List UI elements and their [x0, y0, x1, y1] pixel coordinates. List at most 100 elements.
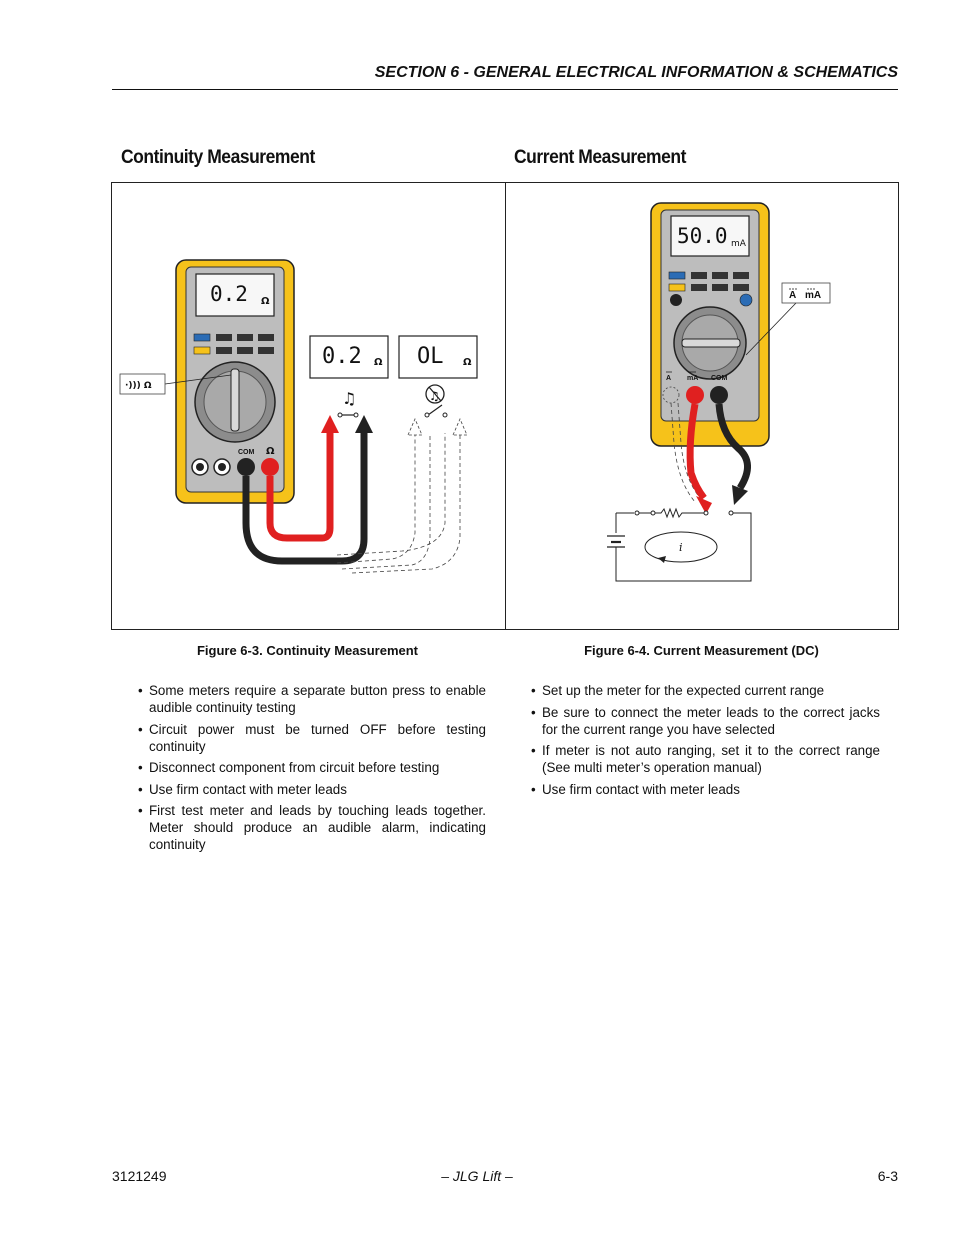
- continuity-bullet-list: •Some meters require a separate button p…: [138, 682, 486, 858]
- resistor: [655, 507, 704, 519]
- switch-contact: [337, 412, 343, 418]
- music-note-icon: ♫: [342, 389, 356, 408]
- dashed-lead: [336, 433, 416, 564]
- list-item: •First test meter and leads by touching …: [138, 803, 486, 852]
- jack-ma-label: mA: [687, 375, 698, 382]
- black-lead: [242, 428, 368, 565]
- switch-contact: [442, 412, 448, 418]
- function-button: [712, 272, 728, 279]
- header-rule: [112, 89, 898, 90]
- doc-number: 3121249: [112, 1168, 167, 1184]
- switch-contact: [650, 510, 656, 516]
- function-button: [712, 284, 728, 291]
- yellow-button: [668, 283, 686, 292]
- dashed-lead: [341, 433, 431, 570]
- meter-reading: 0.2: [210, 282, 248, 306]
- muted-note-icon: ♫: [429, 389, 440, 403]
- blue-button: [193, 333, 211, 342]
- open-switch: [427, 404, 443, 416]
- list-item: •If meter is not auto ranging, set it to…: [531, 743, 880, 775]
- meter-lcd: [670, 215, 750, 257]
- current-caption: Figure 6-4. Current Measurement (DC): [584, 643, 819, 658]
- jack-hole: [196, 463, 204, 471]
- meter-unit: mA: [731, 239, 747, 249]
- display-open-reading: OL: [417, 344, 444, 369]
- dial-pointer: [230, 368, 240, 432]
- no-sound-slash: [428, 386, 442, 402]
- red-probe: [321, 415, 339, 433]
- knob: [670, 294, 682, 306]
- jack-ohm-label: Ω: [266, 446, 275, 457]
- com-plug: [710, 386, 728, 404]
- function-button: [691, 284, 707, 291]
- continuity-figure: 0.2 Ω ·))) Ω COM Ω: [119, 259, 478, 574]
- selector-label-ma: mA: [805, 290, 821, 301]
- jack-com-label: COM: [711, 375, 728, 382]
- current-symbol: i: [679, 541, 683, 554]
- meter-contact: [728, 510, 734, 516]
- circuit-wire: [615, 512, 752, 582]
- list-item: •Some meters require a separate button p…: [138, 683, 486, 715]
- selector-callout: [781, 282, 831, 304]
- selector-callout: [119, 373, 166, 395]
- display-open: [398, 335, 478, 379]
- selector-label-a: A: [789, 290, 796, 301]
- red-probe: [696, 496, 712, 514]
- list-item: •Use firm contact with meter leads: [138, 781, 347, 797]
- current-figure: 50.0 mA A mA A mA COM: [607, 202, 831, 582]
- meter-lcd: [195, 273, 275, 317]
- list-item: •Be sure to connect the meter leads to t…: [531, 704, 880, 737]
- function-button: [733, 284, 749, 291]
- switch-contact: [634, 510, 640, 516]
- ohm-plug: [261, 458, 279, 476]
- display-closed-reading: 0.2: [322, 344, 362, 369]
- footer-center: – JLG Lift –: [441, 1168, 513, 1184]
- selector-label: ·))) Ω: [125, 381, 152, 391]
- current-arrow-icon: [658, 556, 666, 563]
- jack-com-label: COM: [238, 449, 255, 456]
- knob: [739, 293, 753, 307]
- blue-button: [668, 271, 686, 280]
- dial-pointer: [681, 338, 741, 348]
- red-lead: [266, 428, 334, 542]
- section-header: SECTION 6 - GENERAL ELECTRICAL INFORMATI…: [374, 64, 898, 81]
- display-closed: [309, 335, 389, 379]
- display-open-unit: Ω: [463, 357, 472, 368]
- callout-line: [164, 374, 232, 385]
- function-button: [237, 347, 253, 354]
- yellow-button: [193, 346, 211, 355]
- jack-hole: [218, 463, 226, 471]
- current-bullet-list: •Set up the meter for the expected curre…: [531, 682, 880, 802]
- dashed-lead: [336, 433, 446, 556]
- function-button: [258, 334, 274, 341]
- display-closed-unit: Ω: [374, 357, 383, 368]
- black-probe: [355, 415, 373, 433]
- current-loop: [644, 531, 718, 563]
- meter-unit: Ω: [261, 296, 270, 307]
- switch-contact: [424, 412, 430, 418]
- black-probe: [732, 485, 748, 505]
- function-button: [258, 347, 274, 354]
- function-button: [691, 272, 707, 279]
- function-button: [216, 347, 232, 354]
- meter-contact: [703, 510, 709, 516]
- continuity-title: Continuity Measurement: [121, 147, 315, 168]
- meter-reading: 50.0: [677, 224, 728, 248]
- function-button: [237, 334, 253, 341]
- dashed-lead: [670, 402, 697, 504]
- switch-contact: [353, 412, 359, 418]
- com-plug: [237, 458, 255, 476]
- list-item: •Use firm contact with meter leads: [531, 781, 740, 797]
- continuity-caption: Figure 6-3. Continuity Measurement: [196, 643, 419, 658]
- no-sound-icon: [425, 384, 445, 404]
- red-lead: [686, 403, 707, 501]
- dashed-probe: [452, 418, 468, 436]
- figure-divider: [505, 183, 506, 629]
- ma-plug: [686, 386, 704, 404]
- current-title: Current Measurement: [514, 147, 686, 168]
- list-item: •Circuit power must be turned OFF before…: [138, 721, 486, 754]
- function-button: [216, 334, 232, 341]
- page-number: 6-3: [877, 1168, 898, 1184]
- dashed-probe: [407, 418, 423, 436]
- dashed-lead: [351, 433, 461, 574]
